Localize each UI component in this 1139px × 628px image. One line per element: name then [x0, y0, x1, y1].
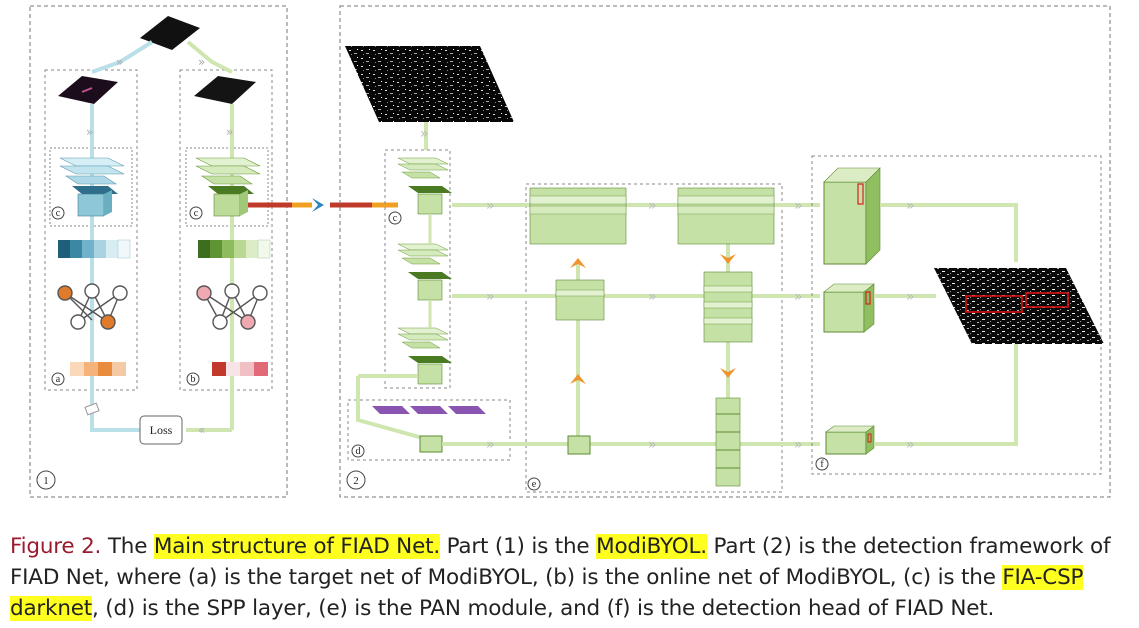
target-backbone-block	[59, 157, 125, 217]
pan-mid-block-right	[703, 271, 753, 343]
svg-text:»: »	[226, 125, 233, 139]
flow-arrows: » » » » » » » » » » » » »	[420, 126, 915, 453]
svg-text:»: »	[420, 126, 429, 142]
head-medium	[823, 283, 875, 333]
svg-text:»: »	[198, 55, 205, 69]
svg-text:c: c	[393, 213, 398, 224]
part1-frame	[29, 5, 288, 498]
part1-label: 1	[43, 475, 49, 487]
caption-text-3: Part (2) is the detection framework of F…	[10, 534, 1111, 590]
darknet-stage-2	[397, 243, 452, 301]
svg-text:»: »	[794, 198, 803, 214]
fia-csp-darknet-frame	[384, 149, 451, 389]
svg-text:c: c	[56, 208, 61, 219]
svg-text:e: e	[532, 479, 537, 490]
output-detection-image	[934, 268, 1104, 344]
part2-frame	[339, 5, 1111, 498]
caption-text-4: , (d) is the SPP layer, (e) is the PAN m…	[92, 596, 995, 621]
svg-text:»: »	[116, 55, 123, 69]
svg-text:c: c	[194, 208, 199, 219]
caption-highlight-2: ModiBYOL.	[596, 534, 707, 559]
target-projector-mlp	[57, 283, 128, 330]
svg-text:»: »	[906, 289, 915, 305]
caption-text-2: Part (1) is the	[439, 534, 597, 559]
svg-text:b: b	[191, 374, 196, 385]
fiad-net-diagram: » » » »	[29, 5, 1111, 498]
online-embedding-bar	[198, 239, 271, 259]
svg-text:«: «	[198, 423, 205, 437]
input-sar-image	[345, 46, 514, 122]
darknet-stage-3	[397, 327, 452, 385]
svg-text:»: »	[906, 437, 915, 453]
caption-label: Figure 2.	[10, 534, 102, 559]
input-image-small	[140, 16, 200, 50]
svg-text:»: »	[486, 289, 495, 305]
spp-frame	[347, 399, 511, 461]
online-projector-mlp	[196, 283, 268, 330]
svg-text:a: a	[56, 374, 61, 385]
detection-head-frame	[811, 155, 1102, 475]
figure-caption: Figure 2. The Main structure of FIAD Net…	[10, 531, 1135, 624]
spp-pool-blocks	[372, 406, 486, 414]
head-large	[823, 167, 881, 265]
loss-box	[139, 415, 183, 445]
svg-text:»: »	[648, 437, 657, 453]
pan-large-block-right	[677, 187, 775, 245]
svg-text:d: d	[356, 446, 361, 457]
pan-small-block-left	[567, 435, 591, 455]
pan-large-block-left	[529, 187, 627, 245]
pan-small-block-right	[715, 397, 741, 487]
online-net-frame	[179, 69, 273, 391]
pan-up-arrows	[570, 258, 586, 384]
online-output-bar	[212, 362, 268, 376]
feature-transfer-link	[248, 198, 398, 212]
pan-down-arrows	[720, 254, 736, 378]
svg-text:»: »	[86, 125, 93, 139]
loss-label: Loss	[150, 423, 173, 437]
target-output-bar	[70, 362, 126, 376]
svg-text:»: »	[648, 289, 657, 305]
svg-text:»: »	[794, 289, 803, 305]
svg-text:f: f	[820, 459, 824, 470]
online-backbone-block	[195, 157, 261, 217]
svg-text:»: »	[794, 437, 803, 453]
target-embedding-bar	[58, 239, 131, 259]
caption-highlight-1: Main structure of FIAD Net.	[153, 534, 440, 559]
darknet-stage-1	[397, 157, 452, 215]
svg-text:»: »	[906, 198, 915, 214]
svg-text:»: »	[486, 437, 495, 453]
pan-module-frame	[525, 183, 783, 493]
svg-text:»: »	[486, 198, 495, 214]
part2-label: 2	[353, 475, 359, 487]
svg-text:»: »	[648, 198, 657, 214]
pan-mid-block-left	[555, 279, 605, 321]
caption-text-1: The	[101, 534, 154, 559]
spp-output	[419, 435, 443, 453]
head-small	[825, 425, 875, 455]
augmented-view-b	[194, 76, 256, 104]
